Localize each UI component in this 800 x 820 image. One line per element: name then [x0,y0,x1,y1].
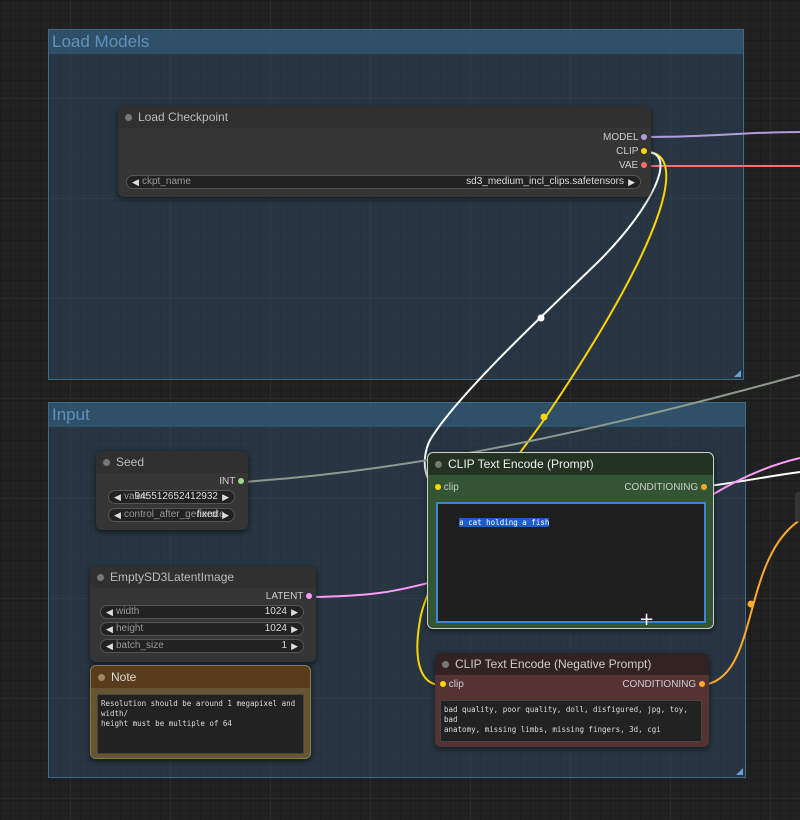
link-clip-pos [423,151,662,488]
conditioning-output-icon[interactable] [699,681,705,688]
width-input[interactable]: ◀ width 1024 ▶ [100,605,304,619]
seed-value-input[interactable]: ◀ value 945512652412932 ▶ [108,490,235,504]
arrow-right-icon[interactable]: ▶ [291,624,298,634]
int-output-icon[interactable] [238,478,244,485]
clip-output-icon[interactable] [641,148,647,155]
arrow-right-icon[interactable]: ▶ [222,510,229,520]
arrow-left-icon[interactable]: ◀ [106,607,113,617]
offscreen-node-edge [795,492,800,522]
input-clip[interactable]: clip [440,679,464,691]
node-load-checkpoint[interactable]: Load Checkpoint MODEL CLIP VAE ◀ ckpt_na… [118,106,651,197]
node-title: Seed [116,455,145,469]
arrow-right-icon[interactable]: ▶ [291,641,298,651]
output-latent[interactable]: LATENT [266,591,312,603]
collapse-dot-icon[interactable] [442,661,449,668]
link-cond-pos-b [711,457,800,496]
node-title: Note [111,670,137,684]
collapse-dot-icon[interactable] [98,674,105,681]
node-title-bar[interactable]: Seed [96,451,248,473]
arrow-left-icon[interactable]: ◀ [106,641,113,651]
negative-prompt-textarea[interactable]: bad quality, poor quality, doll, disfigu… [440,700,702,742]
node-seed[interactable]: Seed INT ◀ value 945512652412932 ▶ ◀ con… [96,451,248,530]
input-clip[interactable]: clip [435,482,459,494]
group-load-models[interactable]: Load Models [48,29,744,380]
text-cursor-icon: + [639,609,655,630]
link-reroute-dot [537,314,545,322]
vae-output-icon[interactable] [641,162,647,169]
note-textarea[interactable]: Resolution should be around 1 megapixel … [97,694,304,754]
link-latent [309,581,433,598]
batch-size-input[interactable]: ◀ batch_size 1 ▶ [100,639,304,653]
collapse-dot-icon[interactable] [97,574,104,581]
group-title: Load Models [49,30,743,54]
node-title-bar[interactable]: EmptySD3LatentImage [90,566,316,588]
link-reroute-dot [747,600,755,608]
link-cond-neg [701,519,800,686]
arrow-left-icon[interactable]: ◀ [106,624,113,634]
control-after-generate-combo[interactable]: ◀ control_after_generate fixed ▶ [108,508,235,522]
node-empty-latent[interactable]: EmptySD3LatentImage LATENT ◀ width 1024 … [90,566,316,662]
node-title-bar[interactable]: Load Checkpoint [118,106,651,128]
output-model[interactable]: MODEL [603,132,647,144]
model-output-icon[interactable] [641,134,647,141]
clip-input-icon[interactable] [435,484,441,491]
arrow-left-icon[interactable]: ◀ [132,177,139,187]
output-clip[interactable]: CLIP [616,146,647,158]
arrow-left-icon[interactable]: ◀ [114,492,121,502]
group-resize-handle[interactable] [736,768,743,775]
node-title-bar[interactable]: CLIP Text Encode (Negative Prompt) [435,653,709,675]
node-title-bar[interactable]: CLIP Text Encode (Prompt) [428,453,713,475]
node-title-bar[interactable]: Note [91,666,310,688]
arrow-right-icon[interactable]: ▶ [628,177,635,187]
arrow-right-icon[interactable]: ▶ [222,492,229,502]
node-note[interactable]: Note Resolution should be around 1 megap… [90,665,311,759]
link-model [645,131,800,138]
node-title: CLIP Text Encode (Negative Prompt) [455,657,652,671]
ckpt-name-combo[interactable]: ◀ ckpt_name sd3_medium_incl_clips.safete… [126,175,641,189]
output-conditioning[interactable]: CONDITIONING [624,482,707,494]
output-conditioning[interactable]: CONDITIONING [622,679,705,691]
latent-output-icon[interactable] [306,593,312,600]
clip-input-icon[interactable] [440,681,446,688]
node-title: EmptySD3LatentImage [110,570,235,584]
output-vae[interactable]: VAE [619,160,647,172]
group-title: Input [49,403,745,427]
collapse-dot-icon[interactable] [435,461,442,468]
output-int[interactable]: INT [219,476,244,488]
collapse-dot-icon[interactable] [125,114,132,121]
arrow-left-icon[interactable]: ◀ [114,510,121,520]
prompt-textarea[interactable]: a cat holding a fish [436,502,706,623]
node-clip-text-encode-negative[interactable]: CLIP Text Encode (Negative Prompt) clip … [435,653,709,747]
arrow-right-icon[interactable]: ▶ [291,607,298,617]
link-clip-neg [416,151,668,686]
height-input[interactable]: ◀ height 1024 ▶ [100,622,304,636]
link-reroute-dot [540,413,548,421]
link-seed [241,374,800,483]
group-resize-handle[interactable] [734,370,741,377]
collapse-dot-icon[interactable] [103,459,110,466]
node-title: CLIP Text Encode (Prompt) [448,457,594,471]
node-clip-text-encode-positive[interactable]: CLIP Text Encode (Prompt) clip CONDITION… [427,452,714,629]
node-title: Load Checkpoint [138,110,229,124]
conditioning-output-icon[interactable] [701,484,707,491]
